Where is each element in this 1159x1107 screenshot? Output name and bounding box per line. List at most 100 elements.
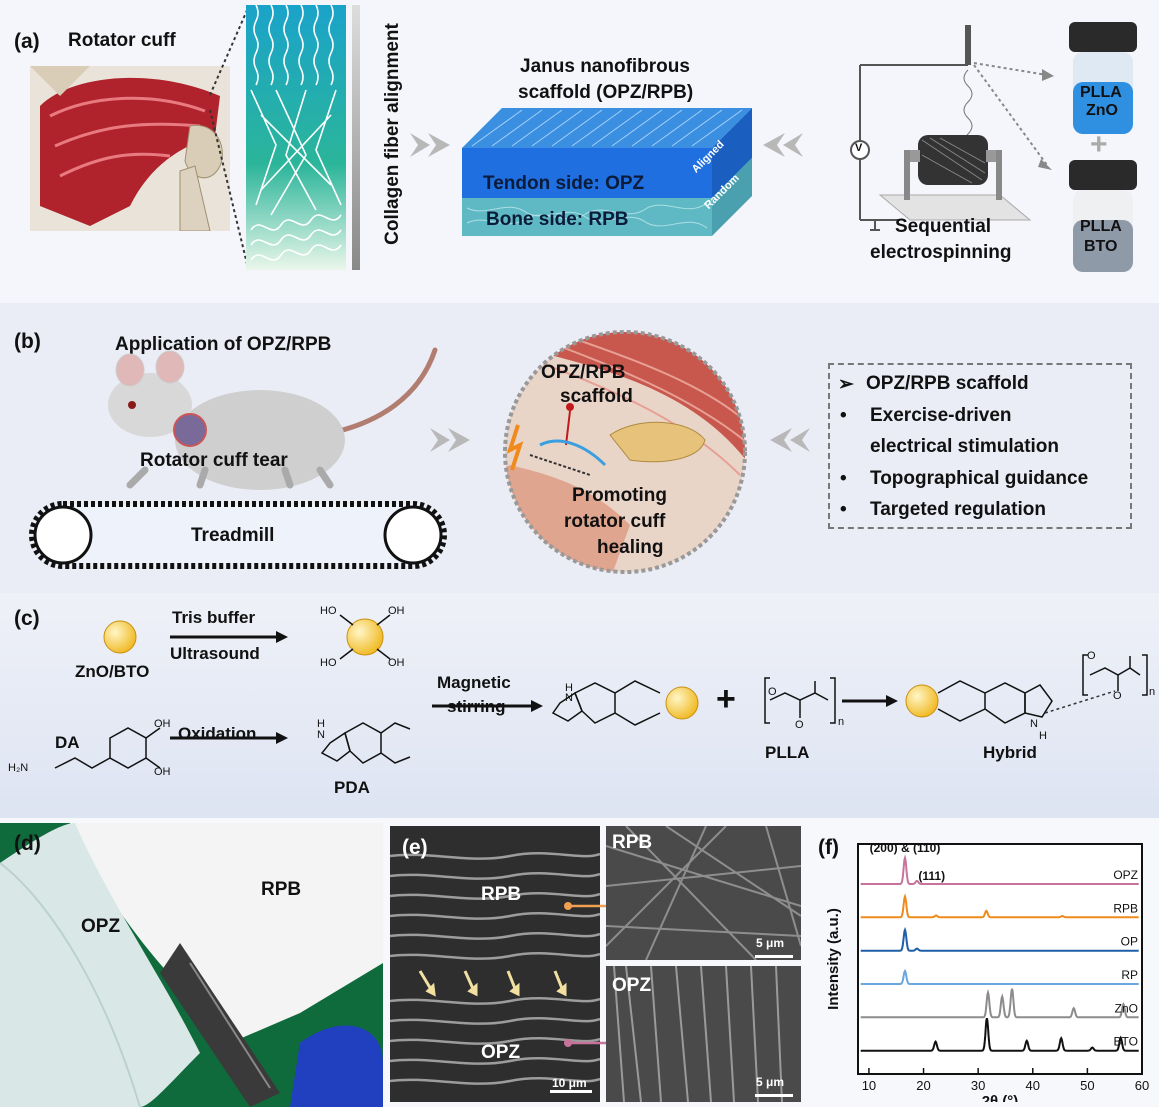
oxidation-label: Oxidation [178, 724, 257, 743]
sem-scale-5b: 5 μm [756, 1075, 785, 1089]
photo-opz-label: OPZ [81, 916, 121, 937]
sem-scale-5a: 5 μm [756, 936, 785, 950]
voltage-label: V [855, 142, 863, 154]
sequential-label-line1: Sequential [895, 216, 992, 237]
application-title: Application of OPZ/RPB [115, 334, 332, 355]
promoting-label-line1: Promoting [572, 485, 667, 506]
panel-c-label: (c) [14, 607, 40, 630]
vial1-label-b: ZnO [1086, 102, 1118, 119]
features-item: Targeted regulation [870, 499, 1046, 520]
hybrid-nh-label: H [1039, 730, 1047, 742]
shoulder-anatomy-image [30, 66, 230, 231]
pdanp-h-label: H [565, 682, 573, 694]
panel-e-label: (e) [402, 836, 428, 859]
zoom-lines [209, 7, 249, 269]
oh-bottom-left: HO [320, 657, 337, 669]
panel-a-label: (a) [14, 30, 40, 53]
vial2-label-b: BTO [1084, 238, 1118, 255]
treadmill-image [29, 501, 447, 569]
ultrasound-label: Ultrasound [170, 644, 260, 663]
janus-scaffold-image [462, 108, 752, 236]
sequential-label-line2: electrospinning [870, 242, 1012, 263]
tris-buffer-label: Tris buffer [172, 608, 256, 627]
treadmill-label: Treadmill [191, 525, 275, 546]
panel-f-label: (f) [818, 836, 839, 859]
sem-opz-image [606, 966, 801, 1102]
x-tick-label: 40 [1026, 1078, 1040, 1093]
features-box: ➢ OPZ/RPB scaffold • Exercise-driven ele… [828, 363, 1132, 529]
hybrid-o2-label: O [1113, 690, 1122, 702]
pda-label: PDA [334, 778, 370, 797]
plla-o2-label: O [795, 719, 804, 731]
da-label: DA [55, 733, 80, 752]
magnetic-label-line2: stirring [447, 697, 506, 716]
scaffold-title-line1: Janus nanofibrous [520, 56, 690, 77]
series-label-op: OP [1121, 935, 1138, 949]
pda-n-label: N [317, 729, 325, 741]
sem-opz-scalebar [755, 1094, 793, 1097]
h2n-label: H₂N [8, 762, 29, 774]
x-tick-label: 30 [971, 1078, 985, 1093]
scaffold-title-line2: scaffold (OPZ/RPB) [518, 82, 694, 103]
electrospinning-setup-image [850, 25, 1032, 231]
sem-rpb-label: RPB [481, 884, 522, 905]
opz-rpb-scaffold-label-line1: OPZ/RPB [541, 362, 626, 383]
rat-image [108, 347, 438, 490]
features-bullet: • [840, 405, 847, 426]
vial-zno-image [1069, 22, 1137, 134]
series-line-bto [860, 1017, 1139, 1052]
arrow-right-b-icon [430, 428, 470, 452]
vial-bto-image [1069, 160, 1137, 272]
x-axis-label: 2θ (°) [982, 1093, 1019, 1102]
hybrid-o-label: O [1087, 650, 1096, 662]
healing-circle-image [503, 330, 747, 574]
rotator-cuff-tear-label: Rotator cuff tear [140, 450, 288, 471]
bone-side-label: Bone side: RPB [486, 209, 629, 230]
plla-o-label: O [768, 686, 777, 698]
chemistry-scheme [54, 614, 1148, 769]
oh-top-left: HO [320, 605, 337, 617]
features-bullet: • [840, 499, 847, 520]
plot-frame [857, 843, 1143, 1075]
pda-h-label: H [317, 718, 325, 730]
vial1-label-a: PLLA [1080, 84, 1122, 101]
panel-d-photo [0, 823, 383, 1107]
features-box-title: OPZ/RPB scaffold [866, 373, 1029, 394]
series-label-opz: OPZ [1113, 868, 1138, 882]
vial-plus: + [1090, 128, 1108, 161]
features-box-arrow-icon: ➢ [838, 374, 854, 395]
sem-cross-section-image [390, 826, 600, 1102]
promoting-label-line2: rotator cuff [564, 511, 666, 532]
features-item: electrical stimulation [870, 436, 1060, 457]
y-axis-label: Intensity (a.u.) [825, 908, 842, 1010]
opz-rpb-scaffold-label-line2: scaffold [560, 386, 633, 407]
series-line-zno [860, 988, 1139, 1019]
tendon-side-label: Tendon side: OPZ [483, 173, 645, 194]
x-tick-label: 50 [1080, 1078, 1094, 1093]
hybrid-n-label: N [1030, 718, 1038, 730]
plla-n-label: n [838, 716, 845, 728]
peak-annotation-200-110: (200) & (110) [870, 841, 941, 855]
panel-b-label: (b) [14, 330, 41, 353]
vial2-label-a: PLLA [1080, 218, 1122, 235]
hybrid-n-sub-label: n [1149, 686, 1156, 698]
hybrid-label: Hybrid [983, 743, 1037, 762]
features-item: Topographical guidance [870, 468, 1089, 489]
series-label-zno: ZnO [1115, 1001, 1138, 1015]
sem-scale-10: 10 μm [552, 1076, 587, 1090]
sem-opz-title: OPZ [612, 975, 652, 996]
sem-rpb-image [606, 826, 801, 960]
oh-top-right: OH [388, 605, 405, 617]
x-tick-label: 60 [1135, 1078, 1149, 1093]
plus-sign: + [716, 680, 736, 718]
collagen-label: Collagen fiber alignment [382, 23, 403, 245]
sem-rpb-scalebar [755, 955, 793, 958]
panel-d-label: (d) [14, 832, 41, 855]
series-line-opz [860, 854, 1139, 885]
da-oh-bottom: OH [154, 766, 171, 778]
arrow-left-b-icon [770, 428, 810, 452]
sem-rpb-title: RPB [612, 832, 653, 853]
x-tick-label: 10 [862, 1078, 876, 1093]
